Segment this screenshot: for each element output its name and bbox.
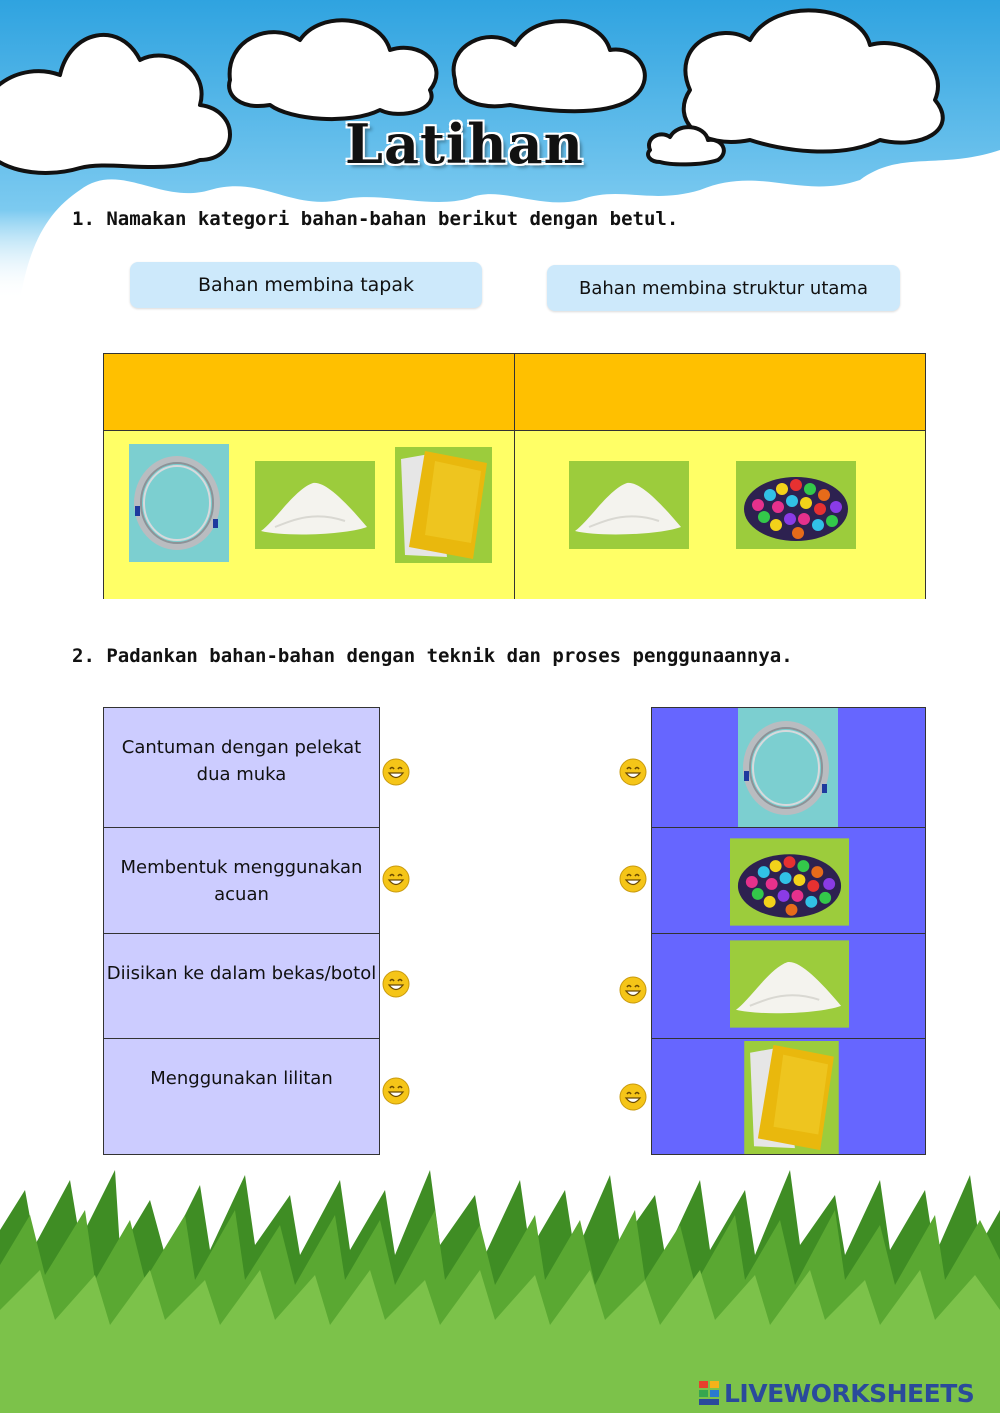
liveworksheets-watermark: LIVEWORKSHEETS [698,1378,975,1408]
technique-cell[interactable]: Membentuk menggunakan acuan [104,828,379,934]
category-items-left [104,431,515,599]
wire-coil-image [129,444,229,562]
colored-stones-image [730,838,849,926]
sky-clouds-background [0,0,1000,300]
yellow-paper-image [395,447,492,563]
technique-label: Membentuk menggunakan acuan [120,857,363,905]
white-powder-image [569,461,689,549]
technique-label: Diisikan ke dalam bekas/botol [106,963,377,984]
question-2: 2. Padankan bahan-bahan dengan teknik da… [72,645,793,667]
techniques-column: Cantuman dengan pelekat dua muka Membent… [103,707,380,1155]
question-1: 1. Namakan kategori bahan-bahan berikut … [72,208,679,230]
white-powder-image [730,940,849,1028]
grin-emoji-icon[interactable] [382,1077,410,1105]
watermark-text: LIVEWORKSHEETS [724,1378,975,1408]
category-items-right [515,431,925,599]
grin-emoji-icon[interactable] [382,865,410,893]
grass-background [0,1170,1000,1413]
category-option-struktur[interactable]: Bahan membina struktur utama [547,265,900,311]
technique-cell[interactable]: Diisikan ke dalam bekas/botol [104,934,379,1039]
white-powder-image [255,461,375,549]
material-cell-paper[interactable] [652,1039,925,1154]
page-title: Latihan [345,112,584,176]
wire-coil-image [738,708,838,827]
technique-label: Cantuman dengan pelekat dua muka [121,737,362,785]
material-cell-wire[interactable] [652,708,925,828]
liveworksheets-logo-icon [699,1381,719,1405]
category-drop-zone-left[interactable] [104,354,515,431]
grin-emoji-icon[interactable] [619,1083,647,1111]
material-cell-powder[interactable] [652,934,925,1039]
materials-column [651,707,926,1155]
technique-cell[interactable]: Menggunakan lilitan [104,1039,379,1154]
technique-cell[interactable]: Cantuman dengan pelekat dua muka [104,708,379,828]
grin-emoji-icon[interactable] [619,758,647,786]
technique-label: Menggunakan lilitan [150,1068,333,1089]
colored-stones-image [736,461,856,549]
grin-emoji-icon[interactable] [382,970,410,998]
material-cell-stones[interactable] [652,828,925,934]
grin-emoji-icon[interactable] [382,758,410,786]
grin-emoji-icon[interactable] [619,976,647,1004]
category-option-tapak[interactable]: Bahan membina tapak [130,262,482,308]
grin-emoji-icon[interactable] [619,865,647,893]
category-drop-zone-right[interactable] [515,354,925,431]
category-table [103,353,926,599]
yellow-paper-image [744,1041,839,1154]
